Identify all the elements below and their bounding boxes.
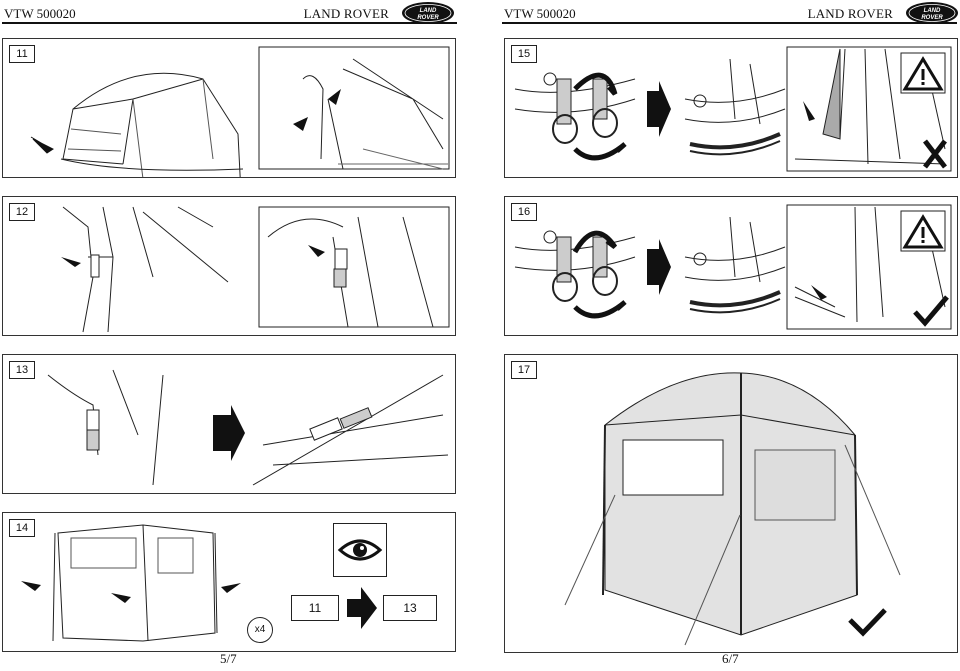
step-number: 14 (9, 519, 35, 537)
step-13-panel: 13 (2, 354, 456, 494)
tent-sides-illustration (21, 524, 241, 642)
left-header: VTW 500020 LAND ROVER (2, 4, 457, 24)
step-16-panel: 16 (504, 196, 958, 336)
arrow-icon (308, 245, 325, 257)
land-rover-logo-icon: LAND ROVER (906, 2, 958, 24)
step-number: 17 (511, 361, 537, 379)
page-number: 5/7 (220, 651, 237, 666)
document-code: VTW 500020 (4, 6, 76, 21)
svg-text:LAND: LAND (420, 8, 437, 14)
eye-icon (337, 539, 383, 561)
svg-text:LAND: LAND (924, 8, 941, 14)
brand-name: LAND ROVER (303, 6, 389, 21)
rotate-arrow-icon (573, 72, 627, 161)
strap-correct-illustration (514, 204, 952, 330)
arrow-icon (811, 285, 827, 300)
left-page: VTW 500020 LAND ROVER LAND ROVER 11 (0, 0, 470, 671)
pole-clip-illustration (61, 206, 450, 333)
arrow-icon (30, 136, 54, 154)
arrow-right-icon (347, 587, 377, 629)
repeat-count: x4 (247, 617, 273, 643)
step-12-panel: 12 (2, 196, 456, 336)
assembled-tent-illustration (564, 372, 901, 646)
rotate-arrow-icon (572, 230, 627, 319)
warning-triangle-icon (900, 52, 946, 94)
pole-connect-illustration (47, 369, 449, 486)
next-arrow-icon (213, 405, 245, 461)
step-11-panel: 11 (2, 38, 456, 178)
step-17-panel: 17 (504, 354, 958, 653)
step-number: 15 (511, 45, 537, 63)
svg-text:ROVER: ROVER (921, 15, 943, 21)
tent-overview-illustration (30, 46, 450, 177)
arrow-icon (293, 89, 341, 131)
step-to-box: 13 (383, 595, 437, 621)
checkmark-icon (913, 295, 949, 327)
eye-box (333, 523, 387, 577)
right-page: VTW 500020 LAND ROVER LAND ROVER 15 (500, 0, 960, 671)
step-15-panel: 15 (504, 38, 958, 178)
cross-icon (923, 139, 947, 169)
step-number: 16 (511, 203, 537, 221)
checkmark-icon (848, 608, 887, 637)
arrow-icon (803, 101, 815, 121)
next-arrow-icon (647, 81, 671, 137)
next-arrow-icon (647, 239, 671, 295)
strap-wrong-illustration (514, 46, 952, 172)
page-number: 6/7 (722, 651, 739, 666)
step-number: 11 (9, 45, 35, 63)
repeat-label: x4 (254, 624, 266, 635)
warning-triangle-icon (900, 210, 946, 252)
step-number: 12 (9, 203, 35, 221)
brand-name: LAND ROVER (807, 6, 893, 21)
step-number: 13 (9, 361, 35, 379)
document-code: VTW 500020 (504, 6, 576, 21)
svg-text:ROVER: ROVER (417, 15, 439, 21)
right-header: VTW 500020 LAND ROVER (502, 4, 957, 24)
step-14-panel: 14 11 13 x4 (2, 512, 456, 652)
land-rover-logo-icon: LAND ROVER (402, 2, 454, 24)
arrow-icon (61, 257, 81, 267)
step-from-box: 11 (291, 595, 339, 621)
